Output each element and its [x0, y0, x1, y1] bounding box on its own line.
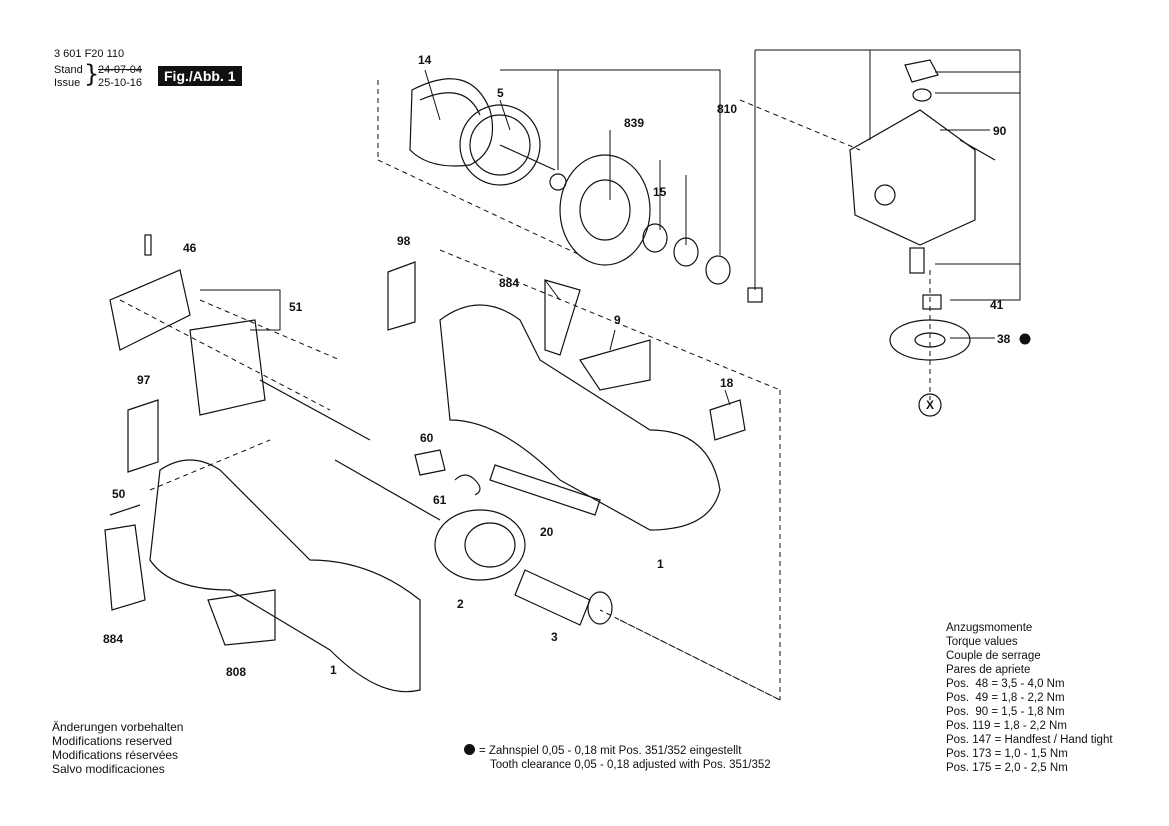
wheel-guard-part	[409, 78, 494, 167]
torque-values-table: Anzugsmomente Torque values Couple de se…	[946, 621, 1113, 775]
issue-label: Issue	[54, 77, 81, 89]
note-de: Änderungen vorbehalten	[52, 720, 184, 734]
part-number: 3 601 F20 110	[54, 48, 125, 60]
part-label-18: 18	[720, 376, 734, 390]
leader-lines	[200, 49, 1021, 406]
part-label-60: 60	[420, 431, 434, 445]
tooth-clearance-note: = Zahnspiel 0,05 - 0,18 mit Pos. 351/352…	[464, 744, 771, 772]
torque-title-es: Pares de apriete	[946, 664, 1031, 676]
part-label-9: 9	[614, 313, 621, 327]
clearance-de: = Zahnspiel 0,05 - 0,18 mit Pos. 351/352…	[479, 745, 742, 757]
part-label-x: X	[926, 398, 934, 412]
bearing-cover-part	[549, 154, 763, 303]
torque-row: Pos. 173 = 1,0 - 1,5 Nm	[946, 748, 1068, 760]
part-label-51: 51	[289, 300, 303, 314]
housing-left-part	[104, 459, 421, 693]
lever-part	[414, 449, 601, 516]
armature-part	[514, 569, 613, 626]
gear-head-part	[849, 59, 996, 310]
figure-label: Fig./Abb. 1	[158, 66, 242, 86]
torque-title-fr: Couple de serrage	[946, 650, 1041, 662]
part-label-46: 46	[183, 241, 197, 255]
issue-date: 25-10-16	[98, 77, 143, 89]
part-label-810: 810	[717, 102, 737, 116]
switch-part	[109, 234, 371, 441]
note-fr: Modifications réservées	[52, 748, 179, 762]
part-label-97: 97	[137, 373, 151, 387]
bevel-gear-part	[889, 319, 971, 417]
torque-row: Pos. 90 = 1,5 - 1,8 Nm	[946, 706, 1065, 718]
part-label-38: 38	[997, 332, 1011, 346]
gear-part	[459, 104, 556, 186]
stand-label: Stand	[54, 64, 83, 76]
torque-row: Pos. 175 = 2,0 - 2,5 Nm	[946, 762, 1068, 774]
tooth-clearance-marker	[1019, 333, 1031, 345]
part-label-884-top: 884	[499, 276, 519, 290]
stator-part	[334, 459, 526, 581]
torque-row: Pos. 49 = 1,8 - 2,2 Nm	[946, 692, 1065, 704]
part-label-1-left: 1	[330, 663, 337, 677]
stand-date: 24-07-04	[98, 64, 143, 76]
part-label-90: 90	[993, 124, 1007, 138]
part-label-20: 20	[540, 525, 554, 539]
torque-row: Pos. 119 = 1,8 - 2,2 Nm	[946, 720, 1067, 732]
part-label-1-right: 1	[657, 557, 664, 571]
brace-symbol: }	[84, 60, 100, 88]
part-label-98: 98	[397, 234, 411, 248]
torque-title-en: Torque values	[946, 636, 1018, 648]
part-label-50: 50	[112, 487, 126, 501]
part-label-808: 808	[226, 665, 246, 679]
assembly-lines	[119, 80, 931, 701]
part-label-5: 5	[497, 86, 504, 100]
torque-row: Pos. 147 = Handfest / Hand tight	[946, 734, 1113, 746]
housing-right-part	[439, 279, 746, 531]
part-label-884-bottom: 884	[103, 632, 123, 646]
torque-title-de: Anzugsmomente	[946, 622, 1033, 634]
modification-notes: Änderungen vorbehalten Modifications res…	[52, 720, 183, 776]
label-stickers	[127, 261, 651, 646]
part-label-15: 15	[653, 185, 667, 199]
part-label-3: 3	[551, 630, 558, 644]
part-label-14: 14	[418, 53, 432, 67]
part-label-61: 61	[433, 493, 447, 507]
note-en: Modifications reserved	[52, 734, 173, 748]
torque-row: Pos. 48 = 3,5 - 4,0 Nm	[946, 678, 1065, 690]
part-label-839: 839	[624, 116, 644, 130]
note-es: Salvo modificaciones	[52, 762, 165, 776]
part-label-2: 2	[457, 597, 464, 611]
bullet-icon	[464, 744, 475, 755]
part-label-41: 41	[990, 298, 1004, 312]
clearance-en: Tooth clearance 0,05 - 0,18 adjusted wit…	[490, 759, 771, 771]
